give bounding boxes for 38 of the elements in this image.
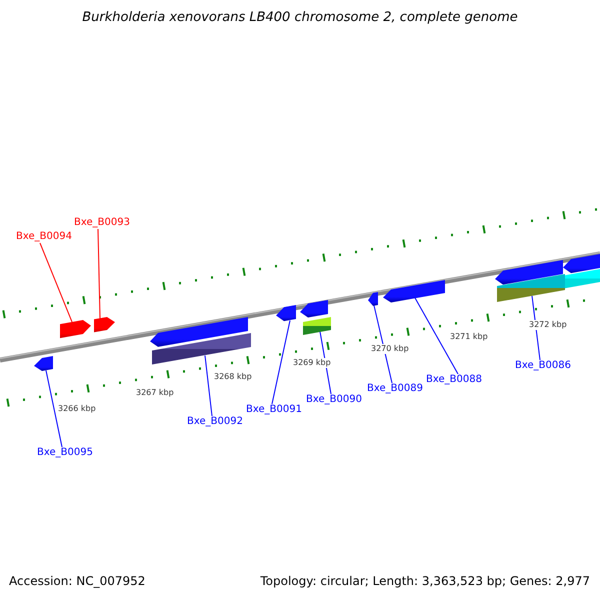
leader-line: [46, 370, 62, 448]
scale-label: 3272 kbp: [529, 320, 567, 330]
feature-bar: [303, 316, 331, 334]
gene-feature: [150, 316, 248, 347]
scale-label: 3267 kbp: [136, 388, 174, 398]
leader-line: [204, 355, 212, 416]
gene-label: Bxe_B0091: [246, 404, 302, 416]
leader-line: [414, 297, 458, 374]
scale-label: 3268 kbp: [214, 372, 252, 382]
gene-label: Bxe_B0094: [16, 231, 72, 243]
scale-label: 3270 kbp: [371, 344, 409, 354]
gene-feature: [60, 320, 91, 338]
accession-text: Accession: NC_007952: [9, 574, 146, 588]
title: Burkholderia xenovorans LB400 chromosome 2, complete genome: [81, 10, 519, 25]
gene-label: Bxe_B0095: [37, 447, 93, 459]
genome-info-text: Topology: circular; Length: 3,363,523 bp; Genes: 2,977: [260, 574, 590, 588]
gene-feature: [276, 305, 296, 322]
feature-bar: [152, 333, 251, 365]
scale-label: 3266 kbp: [58, 404, 96, 414]
gene-label: Bxe_B0088: [426, 374, 482, 386]
gene-feature: [368, 292, 378, 306]
leader-line: [374, 304, 392, 384]
gene-feature: [94, 317, 115, 332]
gene-feature: [34, 356, 53, 372]
gene-label: Bxe_B0092: [187, 416, 243, 428]
leader-line: [40, 242, 72, 322]
gene-feature: [300, 300, 328, 318]
leader-line: [272, 320, 290, 404]
gene-feature: [383, 280, 445, 302]
gene-label: Bxe_B0089: [367, 383, 423, 395]
gene-label: Bxe_B0090: [306, 394, 362, 406]
leader-line: [98, 228, 100, 319]
gene-feature: [563, 254, 600, 274]
gene-label: Bxe_B0086: [515, 360, 571, 372]
feature-bar: [565, 269, 600, 288]
scale-label: 3271 kbp: [450, 332, 488, 342]
gene-label: Bxe_B0093: [74, 217, 130, 229]
scale-label: 3269 kbp: [293, 358, 331, 368]
